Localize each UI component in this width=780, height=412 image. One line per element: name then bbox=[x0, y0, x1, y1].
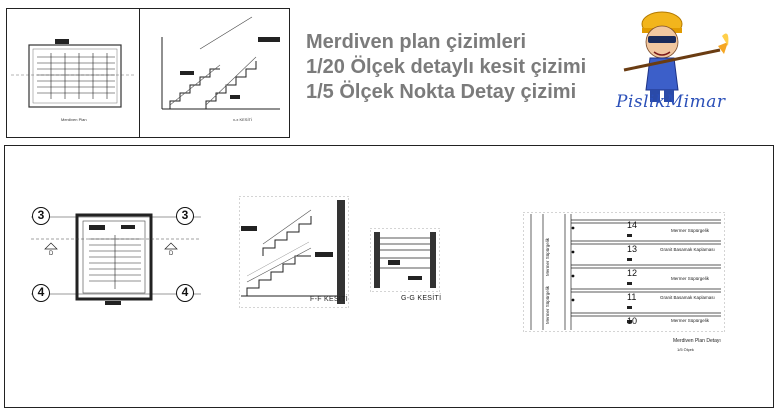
headline-section: 1/20 Ölçek detaylı kesit çizimi bbox=[306, 56, 587, 78]
gg-section-drawing bbox=[370, 228, 440, 292]
section-caption: x-x KESİTİ bbox=[233, 117, 253, 122]
axis-marker-4-right: 4 bbox=[176, 284, 194, 302]
detail-step-number: 11 bbox=[627, 292, 637, 302]
detail-caption: Merdiven Plan Detayı bbox=[673, 338, 721, 344]
stair-plan-drawing bbox=[31, 213, 201, 305]
headline-plan: Merdiven plan çizimleri bbox=[306, 31, 527, 53]
bottom-drawing-sheet: 3 3 4 4 D D F-F KESİTİ G-G KESİTİ bbox=[4, 145, 774, 408]
section-marker-d-right: D bbox=[169, 251, 174, 257]
brand-logo-text: PislikMimar bbox=[616, 92, 726, 112]
detail-step-number: 12 bbox=[627, 268, 638, 278]
top-plan-drawing bbox=[11, 39, 135, 108]
gg-section-label: G-G KESİTİ bbox=[401, 295, 442, 302]
section-marker-d-left: D bbox=[49, 251, 54, 257]
detail-step-label: Granit Basamak Kaplaması bbox=[660, 247, 715, 252]
worker-mascot-icon bbox=[623, 11, 729, 102]
axis-marker-3-right: 3 bbox=[176, 207, 194, 225]
plan-caption: Merdiven Plan bbox=[61, 117, 87, 122]
stair-detail-drawing bbox=[523, 212, 725, 332]
ff-section-label: F-F KESİTİ bbox=[310, 296, 348, 303]
detail-step-number: 10 bbox=[627, 316, 638, 326]
headline-detail: 1/5 Ölçek Nokta Detay çizimi bbox=[306, 81, 577, 103]
detail-step-number: 13 bbox=[627, 244, 638, 254]
top-section-drawing bbox=[161, 16, 280, 110]
detail-scale: 1/5 Ölçek bbox=[677, 347, 694, 352]
sheet-divider bbox=[139, 9, 140, 137]
detail-step-label: Mermer Süpürgelik bbox=[671, 318, 710, 323]
ff-section-drawing bbox=[239, 196, 349, 308]
detail-step-label: Mermer Süpürgelik bbox=[671, 228, 710, 233]
detail-step-label: Mermer Süpürgelik bbox=[671, 276, 710, 281]
detail-step-number: 14 bbox=[627, 220, 638, 230]
detail-vertical-label: Mermer Süpürgelik bbox=[545, 285, 550, 324]
detail-step-label: Granit Basamak Kaplaması bbox=[660, 295, 715, 300]
top-drawing-sheet: Merdiven Plan x-x KESİTİ bbox=[6, 8, 290, 138]
axis-marker-3-left: 3 bbox=[32, 207, 50, 225]
detail-vertical-label: Mermer Süpürgelik bbox=[545, 237, 550, 276]
axis-marker-4-left: 4 bbox=[32, 284, 50, 302]
